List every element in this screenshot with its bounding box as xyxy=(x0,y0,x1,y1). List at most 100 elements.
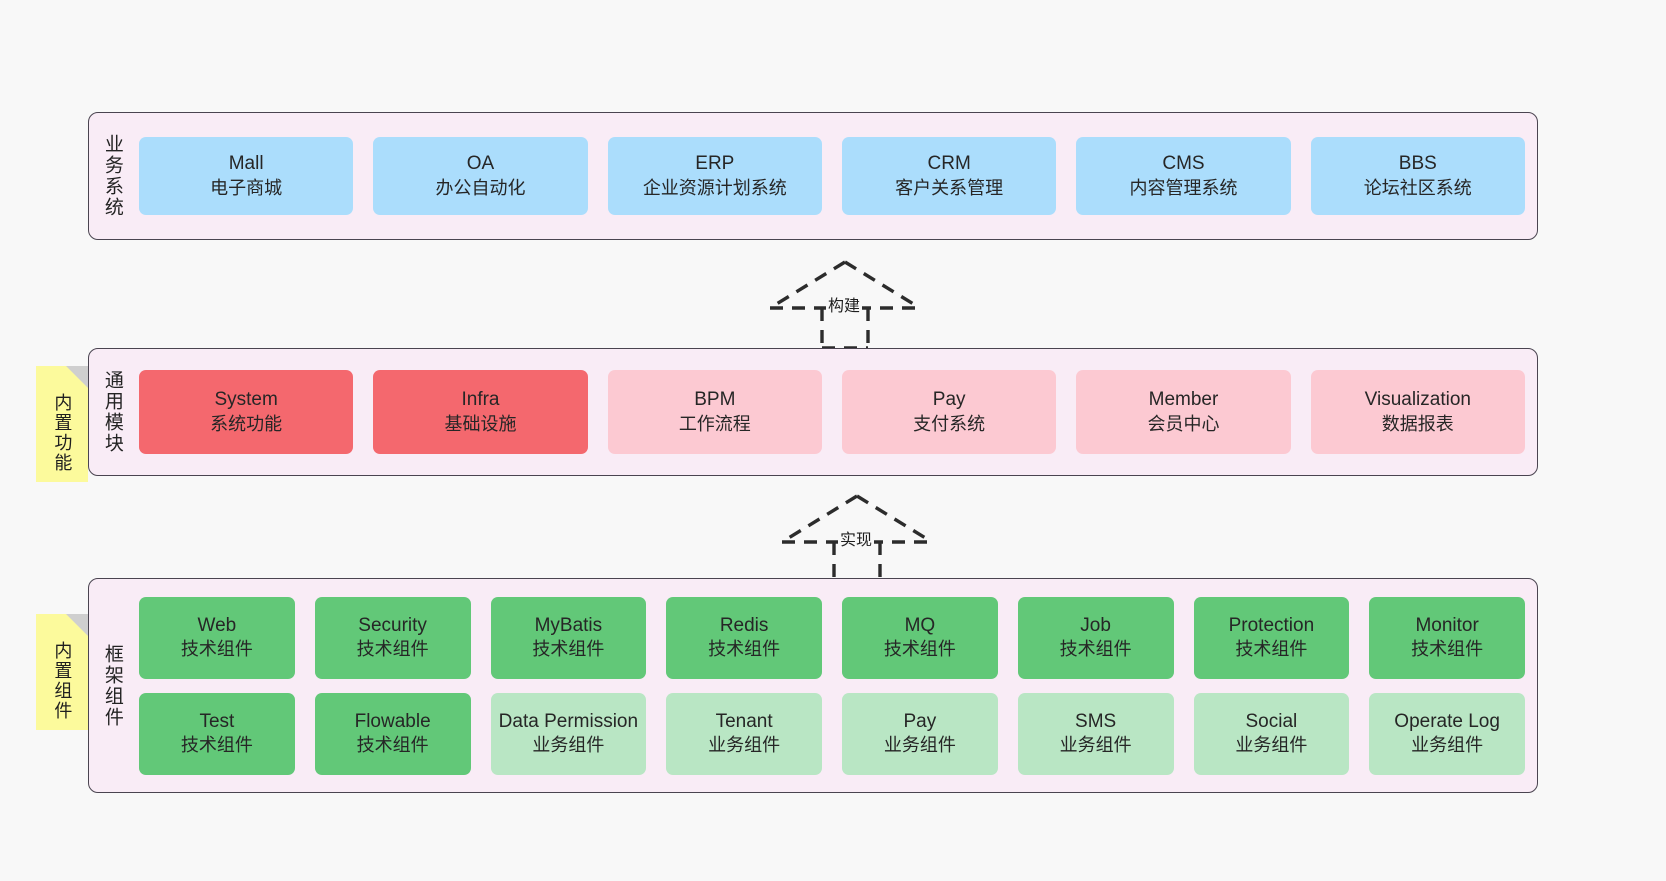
module-card-infra[interactable]: Infra 基础设施 xyxy=(373,370,588,454)
card-subtitle: 业务组件 xyxy=(1411,735,1484,756)
layer-modules-label: 通用模块 xyxy=(101,370,123,454)
card-subtitle: 数据报表 xyxy=(1381,413,1454,434)
business-card-cms[interactable]: CMS 内容管理系统 xyxy=(1076,137,1291,215)
note-builtin-features: 内置功能 xyxy=(36,366,88,482)
module-card-pay[interactable]: Pay 支付系统 xyxy=(841,370,1057,454)
card-title: Flowable xyxy=(354,710,431,732)
framework-card-protection[interactable]: Protection 技术组件 xyxy=(1193,596,1350,679)
modules-row: System 系统功能 Infra 基础设施 BPM 工作流程 Pay 支付系统… xyxy=(139,370,1525,454)
business-card-erp[interactable]: ERP 企业资源计划系统 xyxy=(607,137,822,215)
card-subtitle: 客户关系管理 xyxy=(895,177,1004,198)
card-title: Protection xyxy=(1228,614,1315,636)
framework-card-flowable[interactable]: Flowable 技术组件 xyxy=(314,692,471,775)
card-subtitle: 论坛社区系统 xyxy=(1363,177,1472,198)
layer-framework-body: Web 技术组件 Security 技术组件 MyBatis 技术组件 Redi… xyxy=(135,579,1537,792)
page-fold-icon xyxy=(66,614,88,636)
module-card-system[interactable]: System 系统功能 xyxy=(139,370,354,454)
card-title: Mall xyxy=(228,153,264,175)
layer-business-body: Mall 电子商城 OA 办公自动化 ERP 企业资源计划系统 CRM 客户关系… xyxy=(135,113,1537,239)
card-title: Member xyxy=(1148,389,1219,411)
framework-card-social[interactable]: Social 业务组件 xyxy=(1193,692,1350,775)
card-title: Test xyxy=(199,710,235,732)
card-subtitle: 技术组件 xyxy=(532,639,605,660)
framework-card-mybatis[interactable]: MyBatis 技术组件 xyxy=(490,596,647,679)
note-text: 内置组件 xyxy=(52,641,73,721)
card-title: CMS xyxy=(1162,153,1205,175)
module-card-member[interactable]: Member 会员中心 xyxy=(1076,370,1291,454)
framework-card-job[interactable]: Job 技术组件 xyxy=(1017,596,1174,679)
module-card-bpm[interactable]: BPM 工作流程 xyxy=(607,370,822,454)
note-text: 内置功能 xyxy=(52,393,73,473)
framework-card-sms[interactable]: SMS 业务组件 xyxy=(1017,692,1174,775)
card-subtitle: 系统功能 xyxy=(210,413,283,434)
card-title: Social xyxy=(1245,710,1298,732)
card-subtitle: 业务组件 xyxy=(1235,735,1308,756)
card-subtitle: 技术组件 xyxy=(180,639,253,660)
card-title: Monitor xyxy=(1415,614,1479,636)
card-title: MyBatis xyxy=(534,614,603,636)
card-subtitle: 会员中心 xyxy=(1147,413,1220,434)
framework-card-security[interactable]: Security 技术组件 xyxy=(314,596,471,679)
business-row: Mall 电子商城 OA 办公自动化 ERP 企业资源计划系统 CRM 客户关系… xyxy=(139,137,1525,215)
card-subtitle: 技术组件 xyxy=(708,639,781,660)
business-card-oa[interactable]: OA 办公自动化 xyxy=(373,137,588,215)
framework-card-tenant[interactable]: Tenant 业务组件 xyxy=(666,692,822,775)
card-subtitle: 业务组件 xyxy=(1059,735,1132,756)
card-title: Pay xyxy=(903,710,937,732)
card-title: OA xyxy=(466,153,495,175)
card-title: Visualization xyxy=(1364,389,1471,411)
connector-build-label: 构建 xyxy=(826,292,863,316)
framework-card-web[interactable]: Web 技术组件 xyxy=(139,596,295,679)
business-card-crm[interactable]: CRM 客户关系管理 xyxy=(841,137,1057,215)
business-card-mall[interactable]: Mall 电子商城 xyxy=(139,137,354,215)
card-title: SMS xyxy=(1075,710,1117,732)
card-subtitle: 技术组件 xyxy=(883,639,956,660)
card-title: Web xyxy=(197,614,237,636)
card-subtitle: 电子商城 xyxy=(210,177,283,198)
connector-implement-label: 实现 xyxy=(838,526,875,550)
card-title: MQ xyxy=(904,614,936,636)
card-subtitle: 企业资源计划系统 xyxy=(642,177,787,198)
card-title: Redis xyxy=(719,614,769,636)
layer-framework-label: 框架组件 xyxy=(101,643,123,728)
connector-build: 构建 xyxy=(760,258,930,350)
card-subtitle: 工作流程 xyxy=(678,413,751,434)
card-title: Pay xyxy=(932,389,966,411)
framework-card-monitor[interactable]: Monitor 技术组件 xyxy=(1369,596,1525,679)
card-subtitle: 办公自动化 xyxy=(435,177,526,198)
card-title: Job xyxy=(1080,614,1111,636)
card-subtitle: 技术组件 xyxy=(1411,639,1484,660)
layer-common-modules: 通用模块 System 系统功能 Infra 基础设施 BPM 工作流程 Pay… xyxy=(88,348,1538,476)
card-subtitle: 技术组件 xyxy=(180,735,253,756)
layer-business-label: 业务系统 xyxy=(101,134,123,218)
framework-row-2: Test 技术组件 Flowable 技术组件 Data Permission … xyxy=(139,692,1525,775)
page-fold-icon xyxy=(66,366,88,388)
card-title: Tenant xyxy=(715,710,773,732)
card-title: Infra xyxy=(461,389,500,411)
card-title: BPM xyxy=(694,389,736,411)
card-subtitle: 基础设施 xyxy=(444,413,517,434)
card-subtitle: 业务组件 xyxy=(532,735,605,756)
business-card-bbs[interactable]: BBS 论坛社区系统 xyxy=(1310,137,1525,215)
card-title: Operate Log xyxy=(1394,710,1500,732)
card-subtitle: 技术组件 xyxy=(356,639,429,660)
card-title: Security xyxy=(358,614,427,636)
framework-card-data-permission[interactable]: Data Permission 业务组件 xyxy=(490,692,647,775)
layer-modules-body: System 系统功能 Infra 基础设施 BPM 工作流程 Pay 支付系统… xyxy=(135,349,1537,475)
card-subtitle: 技术组件 xyxy=(356,735,429,756)
module-card-visualization[interactable]: Visualization 数据报表 xyxy=(1310,370,1525,454)
framework-card-mq[interactable]: MQ 技术组件 xyxy=(842,596,998,679)
card-title: BBS xyxy=(1398,153,1437,175)
layer-business-systems: 业务系统 Mall 电子商城 OA 办公自动化 ERP 企业资源计划系统 CRM… xyxy=(88,112,1538,240)
connector-implement: 实现 xyxy=(772,492,942,584)
framework-card-redis[interactable]: Redis 技术组件 xyxy=(666,596,822,679)
card-subtitle: 技术组件 xyxy=(1235,639,1308,660)
card-subtitle: 技术组件 xyxy=(1059,639,1132,660)
framework-card-test[interactable]: Test 技术组件 xyxy=(139,692,295,775)
framework-card-pay[interactable]: Pay 业务组件 xyxy=(842,692,998,775)
card-subtitle: 内容管理系统 xyxy=(1129,177,1238,198)
framework-row-1: Web 技术组件 Security 技术组件 MyBatis 技术组件 Redi… xyxy=(139,596,1525,679)
card-title: ERP xyxy=(695,153,735,175)
framework-card-operate-log[interactable]: Operate Log 业务组件 xyxy=(1369,692,1525,775)
